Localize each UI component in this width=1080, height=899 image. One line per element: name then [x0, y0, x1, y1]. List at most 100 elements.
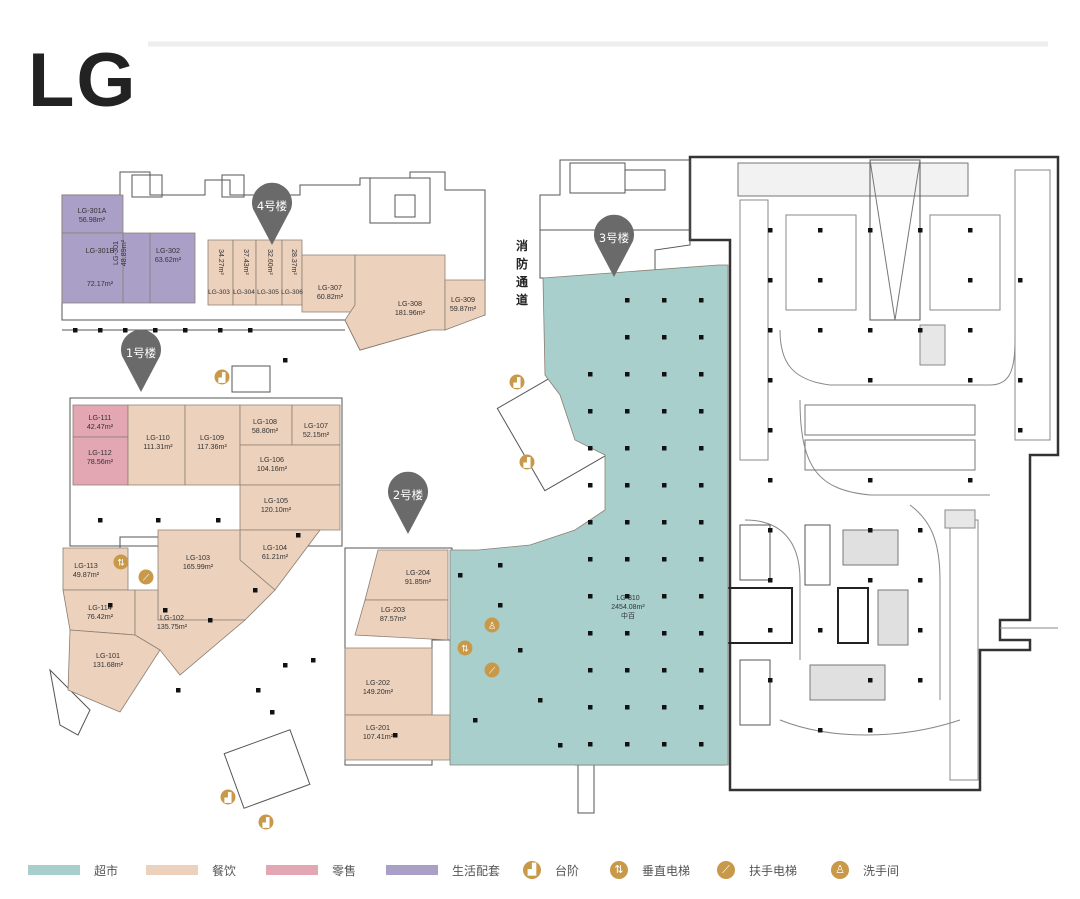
column-mark [662, 409, 667, 414]
column-mark [699, 372, 704, 377]
column-mark [625, 668, 630, 673]
column-mark [473, 718, 478, 723]
unit-note: 中百 [621, 611, 635, 620]
unit-area: 34.27m² [217, 249, 224, 275]
column-mark [918, 628, 923, 633]
column-mark [625, 298, 630, 303]
building-pin-4[interactable]: 4号楼 [251, 182, 292, 245]
unit-code: LG-108 [253, 417, 277, 426]
column-mark [588, 446, 593, 451]
column-mark [699, 298, 704, 303]
svg-text:⇅: ⇅ [461, 645, 469, 655]
unit-lg-302[interactable] [149, 232, 196, 304]
legend-label: 洗手间 [863, 863, 900, 878]
column-mark [625, 372, 630, 377]
unit-area: 63.62m² [155, 255, 182, 264]
escalator-icon: ⟋ [484, 662, 500, 678]
unit-area: 58.80m² [252, 426, 279, 435]
column-mark [1018, 378, 1023, 383]
unit-area: 165.99m² [183, 562, 214, 571]
unit-lg-309[interactable] [444, 279, 486, 331]
elevator-icon: ⇅ [457, 640, 473, 656]
unit-lg-106[interactable] [239, 444, 341, 486]
unit-area: 135.75m² [157, 622, 188, 631]
column-mark [662, 372, 667, 377]
column-mark [699, 668, 704, 673]
column-mark [625, 742, 630, 747]
column-mark [662, 446, 667, 451]
unit-area: 49.87m² [73, 570, 100, 579]
column-mark [868, 728, 873, 733]
unit-area: 52.15m² [303, 430, 330, 439]
column-mark [588, 631, 593, 636]
unit-code: LG-305 [257, 289, 279, 296]
column-mark [699, 557, 704, 562]
column-mark [183, 328, 188, 333]
building-pin-2[interactable]: 2号楼 [388, 471, 429, 534]
legend-item: 零售 [266, 855, 356, 885]
legend-item: ⟋扶手电梯 [717, 855, 797, 885]
column-mark [818, 628, 823, 633]
legend-item: 生活配套 [386, 855, 500, 885]
fire-lane-char: 道 [516, 292, 528, 307]
column-mark [918, 228, 923, 233]
stairs-icon: ▟ [509, 374, 525, 390]
column-mark [968, 478, 973, 483]
column-mark [73, 328, 78, 333]
unit-area: 78.56m² [87, 457, 114, 466]
unit-area: 120.10m² [261, 505, 292, 514]
column-mark [662, 298, 667, 303]
svg-text:▟: ▟ [513, 377, 522, 389]
column-mark [662, 483, 667, 488]
legend-swatch [386, 865, 438, 875]
column-mark [699, 409, 704, 414]
column-mark [818, 228, 823, 233]
column-mark [588, 705, 593, 710]
unit-lg-105[interactable] [239, 484, 341, 531]
unit-area: 56.98m² [79, 215, 106, 224]
unit-code: LG-112 [88, 448, 111, 457]
unit-lg-310[interactable] [449, 264, 729, 766]
legend-item: ♙洗手间 [831, 855, 899, 885]
svg-text:⟋: ⟋ [489, 667, 496, 677]
unit-area: 131.68m² [93, 660, 124, 669]
floor-label: LG [28, 38, 138, 123]
unit-lg-101[interactable] [67, 629, 161, 713]
elevator-icon: ⇅ [610, 861, 628, 879]
column-mark [868, 578, 873, 583]
column-mark [208, 618, 213, 623]
stairs-icon: ▟ [258, 814, 274, 830]
column-mark [588, 668, 593, 673]
unit-lg-308[interactable] [344, 254, 446, 351]
unit-area: 60.82m² [317, 292, 344, 301]
column-mark [699, 335, 704, 340]
column-mark [699, 446, 704, 451]
column-mark [1018, 428, 1023, 433]
building-pin-1[interactable]: 1号楼 [121, 329, 161, 392]
unit-lg-301b[interactable] [61, 232, 124, 304]
column-mark [218, 328, 223, 333]
svg-text:⇅: ⇅ [117, 559, 125, 569]
legend-swatch [146, 865, 198, 875]
unit-area: 91.85m² [405, 577, 432, 586]
unit-lg-203[interactable] [354, 599, 449, 641]
column-mark [868, 328, 873, 333]
building-name: 1号楼 [126, 346, 157, 360]
building-pin-3[interactable]: 3号楼 [594, 214, 634, 277]
svg-text:♙: ♙ [488, 622, 496, 632]
unit-code: LG-106 [260, 455, 284, 464]
legend-label: 垂直电梯 [642, 863, 691, 878]
